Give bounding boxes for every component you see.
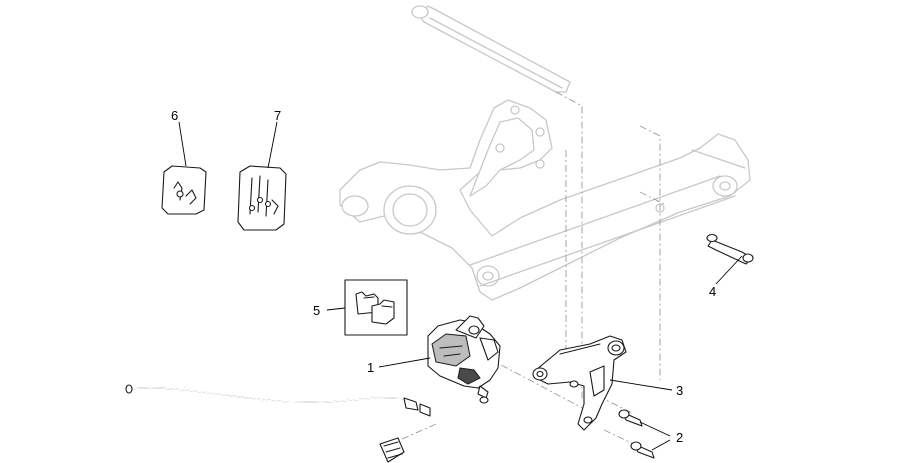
callout-6: 6 — [171, 108, 178, 123]
callout-1: 1 — [367, 360, 374, 375]
leader-lines — [178, 121, 743, 451]
brake-pads-part — [344, 279, 408, 336]
swingarm-ghost — [339, 5, 751, 301]
callout-4: 4 — [709, 284, 716, 299]
caliper-bracket-part — [532, 335, 627, 431]
pin-part — [706, 233, 754, 265]
callout-2: 2 — [676, 430, 683, 445]
callout-labels: 6 7 5 1 4 3 2 — [171, 108, 716, 445]
brake-caliper-part — [427, 315, 501, 404]
callout-5: 5 — [313, 303, 320, 318]
callout-3: 3 — [676, 383, 683, 398]
caliper-bolts-part — [618, 409, 655, 459]
callout-7: 7 — [274, 108, 281, 123]
pin-kit-part — [237, 165, 287, 231]
bleed-screw-kit-part — [161, 165, 207, 215]
brake-hose — [125, 384, 431, 463]
